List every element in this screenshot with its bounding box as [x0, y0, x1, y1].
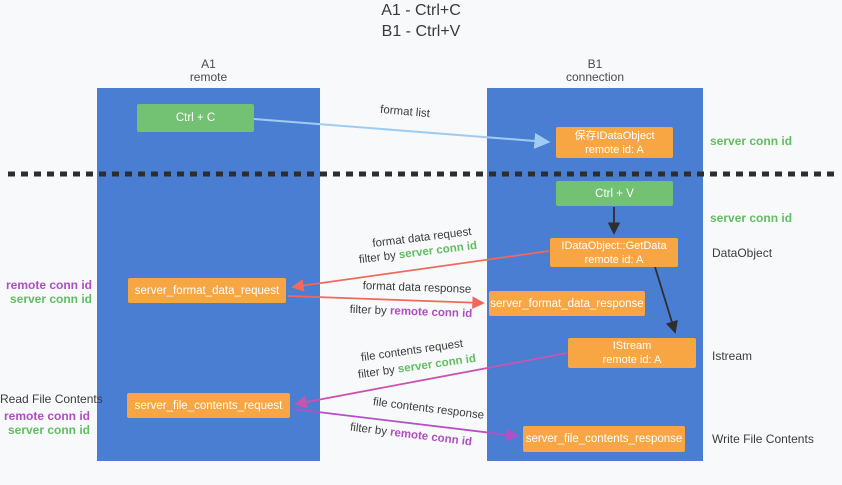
annotation-format-server-conn-id: server conn id: [9, 292, 92, 306]
annotation-dataobject: DataObject: [712, 246, 773, 260]
node-ctrl-v: Ctrl + V: [556, 181, 673, 206]
arrow-format-data-request: [291, 250, 550, 292]
node-save-idataobject-line2: remote id: A: [585, 143, 644, 156]
node-format-response-label: server_format_data_response: [490, 297, 644, 310]
filter-prefix: filter by: [349, 303, 387, 318]
lifeline-a1-role: remote: [189, 70, 228, 84]
node-istream-line1: IStream: [612, 340, 652, 352]
lifeline-header-b1: B1 connection: [487, 58, 703, 84]
annotation-server-conn-id-mid: server conn id: [710, 211, 793, 225]
lifeline-a1-name: A1: [201, 57, 216, 71]
annotation-read-file-group: Read File Contents remote conn id server…: [0, 392, 103, 437]
annotation-format-conn-ids: remote conn id server conn id: [0, 278, 92, 306]
node-save-idataobject-line1: 保存IDataObject: [574, 129, 655, 142]
arrow-format-list: [253, 118, 551, 149]
node-ctrl-c: Ctrl + C: [137, 104, 254, 132]
node-format-request-label: server_format_data_request: [134, 284, 280, 297]
annotation-write-file-contents: Write File Contents: [712, 432, 814, 446]
arrow-getdata-to-istream: [654, 266, 678, 334]
title-line-2: B1 - Ctrl+V: [381, 23, 461, 40]
node-istream-line2: remote id: A: [602, 354, 662, 366]
node-ctrl-v-label: Ctrl + V: [595, 187, 634, 200]
annotation-read-file-contents: Read File Contents: [0, 392, 103, 406]
annotation-server-conn-id-top: server conn id: [710, 134, 793, 148]
lifeline-b1-role: connection: [565, 70, 625, 84]
node-file-response-label: server_file_contents_response: [525, 433, 683, 445]
node-ctrl-c-label: Ctrl + C: [175, 112, 216, 124]
lifeline-b1-name: B1: [587, 57, 603, 71]
node-server-format-data-response: server_format_data_response: [489, 291, 645, 316]
lifeline-header-a1: A1 remote: [97, 58, 320, 84]
node-idataobject-getdata: IDataObject::GetData remote id: A: [550, 238, 678, 267]
node-file-request-label: server_file_contents_request: [134, 399, 283, 412]
node-save-idataobject: 保存IDataObject remote id: A: [556, 127, 673, 158]
annotation-format-remote-conn-id: remote conn id: [5, 278, 92, 292]
node-getdata-line2: remote id: A: [584, 253, 644, 266]
annotation-file-server-conn-id: server conn id: [7, 423, 90, 437]
node-getdata-line1: IDataObject::GetData: [561, 239, 667, 252]
node-server-format-data-request: server_format_data_request: [128, 278, 286, 303]
arrow-file-contents-request: [294, 352, 568, 409]
node-istream: IStream remote id: A: [568, 338, 696, 368]
annotation-istream: Istream: [712, 349, 753, 363]
arrow-format-data-response: [287, 295, 485, 309]
node-server-file-contents-response: server_file_contents_response: [523, 426, 685, 452]
title-line-1: A1 - Ctrl+C: [381, 2, 461, 19]
annotation-file-remote-conn-id: remote conn id: [3, 409, 90, 423]
node-server-file-contents-request: server_file_contents_request: [127, 393, 290, 418]
arrow-file-contents-response: [292, 408, 519, 441]
diagram-title: A1 - Ctrl+C B1 - Ctrl+V: [0, 0, 842, 42]
